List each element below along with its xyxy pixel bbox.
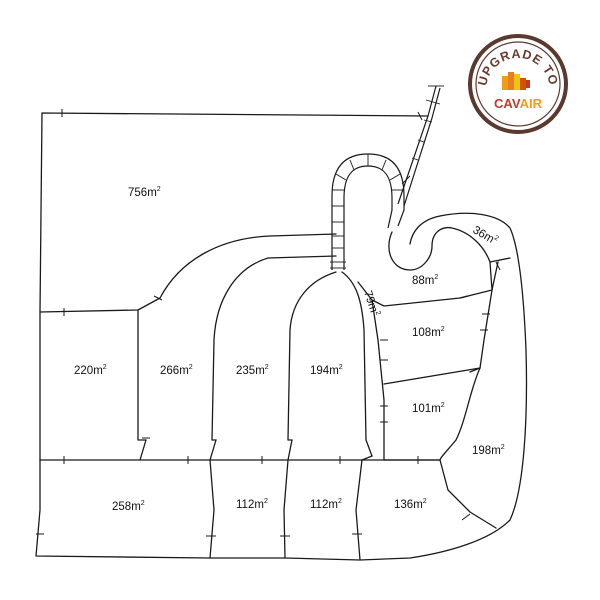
lot-88-boundary xyxy=(371,226,493,307)
lot-label-36: 36m2 xyxy=(471,223,500,247)
driveway-outer xyxy=(331,153,405,270)
lot-label-88: 88m2 xyxy=(412,274,438,287)
badge-brand-text: CAVAIR xyxy=(494,96,543,111)
road-hatching xyxy=(330,85,444,269)
lot-756-bottom xyxy=(39,233,337,313)
parcel-boundaries xyxy=(35,112,528,561)
lot-label-198: 198m2 xyxy=(472,444,505,457)
lot-label-220: 220m2 xyxy=(74,364,107,377)
lot-label-79: 79m2 xyxy=(361,289,382,318)
lot-label-194: 194m2 xyxy=(310,364,343,377)
lot-258-112-divider xyxy=(209,459,215,559)
lot-79-right xyxy=(357,281,385,461)
lot-112-112-divider xyxy=(283,459,289,559)
lot-label-112b: 112m2 xyxy=(310,498,342,511)
lot-label-258: 258m2 xyxy=(112,500,145,513)
cavair-logo-icon xyxy=(502,72,530,90)
lot-36-boundary xyxy=(409,215,511,263)
upgrade-badge[interactable]: UPGRADE TO CAVAIR xyxy=(468,34,568,134)
segment-235-low xyxy=(209,439,217,461)
lot-136-198-divider xyxy=(439,459,497,529)
driveway-inner xyxy=(343,165,393,270)
access-path xyxy=(397,85,441,207)
lot-266-235-divider xyxy=(211,255,337,441)
lot-label-136: 136m2 xyxy=(394,498,427,511)
lot-label-266: 266m2 xyxy=(160,364,193,377)
lot-labels: 756m2 220m2 266m2 235m2 194m2 79m2 88m2 … xyxy=(74,186,505,513)
lot-label-101: 101m2 xyxy=(412,402,445,415)
lot-235-194-divider xyxy=(287,271,337,441)
lot-label-756: 756m2 xyxy=(128,186,161,199)
lot-label-235: 235m2 xyxy=(236,364,269,377)
outer-boundary xyxy=(35,112,528,561)
lot-label-112a: 112m2 xyxy=(236,498,268,511)
lot-112-136-divider xyxy=(355,459,363,561)
segment-266-low xyxy=(139,439,147,461)
segment-194-low xyxy=(287,439,293,461)
lot-108-boundary xyxy=(383,289,493,385)
lot-101-boundary xyxy=(383,367,481,461)
lot-220-266-divider xyxy=(137,309,147,441)
driveway xyxy=(330,85,444,270)
lot-label-108: 108m2 xyxy=(412,326,445,339)
lot-198-boundary xyxy=(469,261,499,373)
segment-79-low xyxy=(361,455,373,461)
boundary-ticks xyxy=(36,109,501,537)
lot-194-79-divider xyxy=(341,271,373,457)
